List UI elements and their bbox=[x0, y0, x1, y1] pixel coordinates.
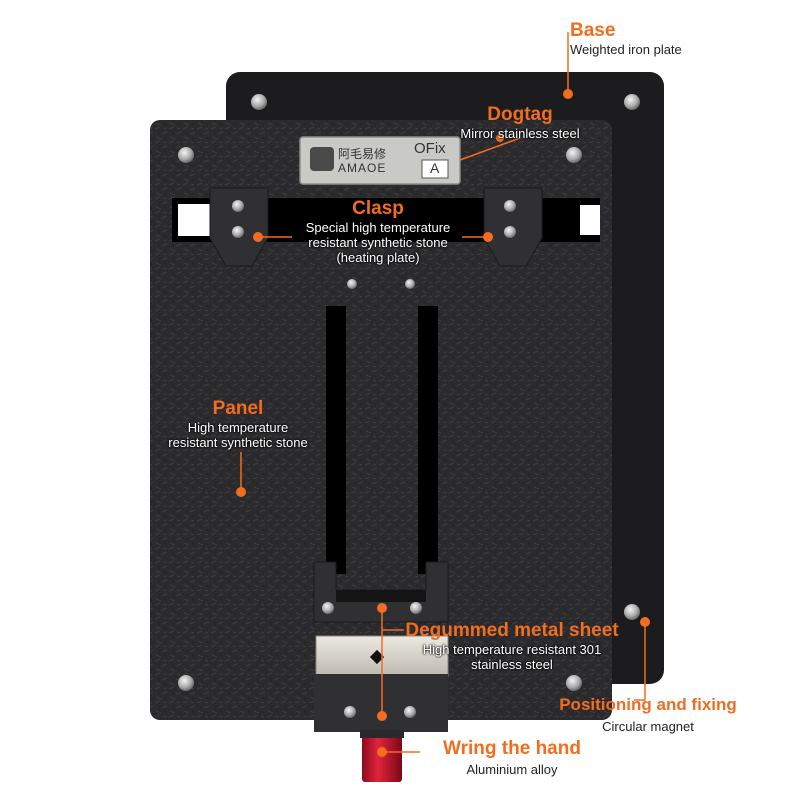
clasp-desc-line-2: resistant synthetic stone bbox=[308, 235, 448, 250]
dogtag-variant: A bbox=[430, 160, 440, 176]
dogtag-brand-cn: 阿毛易修 bbox=[338, 147, 387, 161]
positioning-callout: Positioning and fixing Circular magnet bbox=[548, 694, 748, 734]
panel-callout: Panel High temperature resistant synthet… bbox=[150, 398, 326, 450]
positioning-desc: Circular magnet bbox=[602, 719, 694, 734]
dogtag-model: OFix bbox=[414, 140, 446, 157]
panel-screw bbox=[178, 675, 194, 691]
dogtag-desc: Mirror stainless steel bbox=[460, 126, 580, 141]
panel-screw bbox=[566, 147, 582, 163]
leader-lines bbox=[240, 32, 646, 753]
vertical-slot-right bbox=[418, 306, 438, 574]
positioning-title: Positioning and fixing bbox=[559, 695, 737, 714]
wring-desc: Aluminium alloy bbox=[466, 762, 558, 777]
metal-sheet-title: Degummed metal sheet bbox=[405, 620, 619, 641]
metal-sheet-callout: Degummed metal sheet High temperature re… bbox=[388, 620, 636, 672]
base-desc: Weighted iron plate bbox=[570, 42, 682, 57]
panel-desc-line-2: resistant synthetic stone bbox=[168, 435, 308, 450]
magnet-screw bbox=[624, 604, 640, 620]
dogtag-title: Dogtag bbox=[487, 104, 553, 125]
wring-callout: Wring the hand Aluminium alloy bbox=[424, 738, 600, 777]
callout-dots bbox=[236, 89, 650, 757]
clasp-desc-line-3: (heating plate) bbox=[336, 250, 420, 265]
dogtag-brand-en: AMAOE bbox=[338, 161, 387, 175]
panel-screw bbox=[178, 147, 194, 163]
clasp-desc-line-1: Special high temperature bbox=[305, 220, 451, 235]
vertical-slot-left bbox=[326, 306, 346, 574]
metal-sheet-desc-line-2: stainless steel bbox=[471, 657, 553, 672]
dogtag-callout: Dogtag Mirror stainless steel bbox=[430, 104, 610, 141]
base-screw bbox=[624, 94, 640, 110]
clasp-title: Clasp bbox=[352, 198, 404, 219]
panel-title: Panel bbox=[212, 398, 264, 419]
base-title: Base bbox=[570, 20, 616, 41]
base-screw bbox=[251, 94, 267, 110]
panel-screw bbox=[566, 675, 582, 691]
wring-title: Wring the hand bbox=[443, 738, 581, 759]
metal-sheet-desc-line-1: High temperature resistant 301 bbox=[422, 642, 602, 657]
clasp-callout: Clasp Special high temperature resistant… bbox=[278, 198, 478, 265]
panel-desc-line-1: High temperature bbox=[187, 420, 289, 435]
panel bbox=[150, 120, 612, 720]
base-callout: Base Weighted iron plate bbox=[570, 20, 682, 57]
dogtag bbox=[299, 136, 461, 185]
